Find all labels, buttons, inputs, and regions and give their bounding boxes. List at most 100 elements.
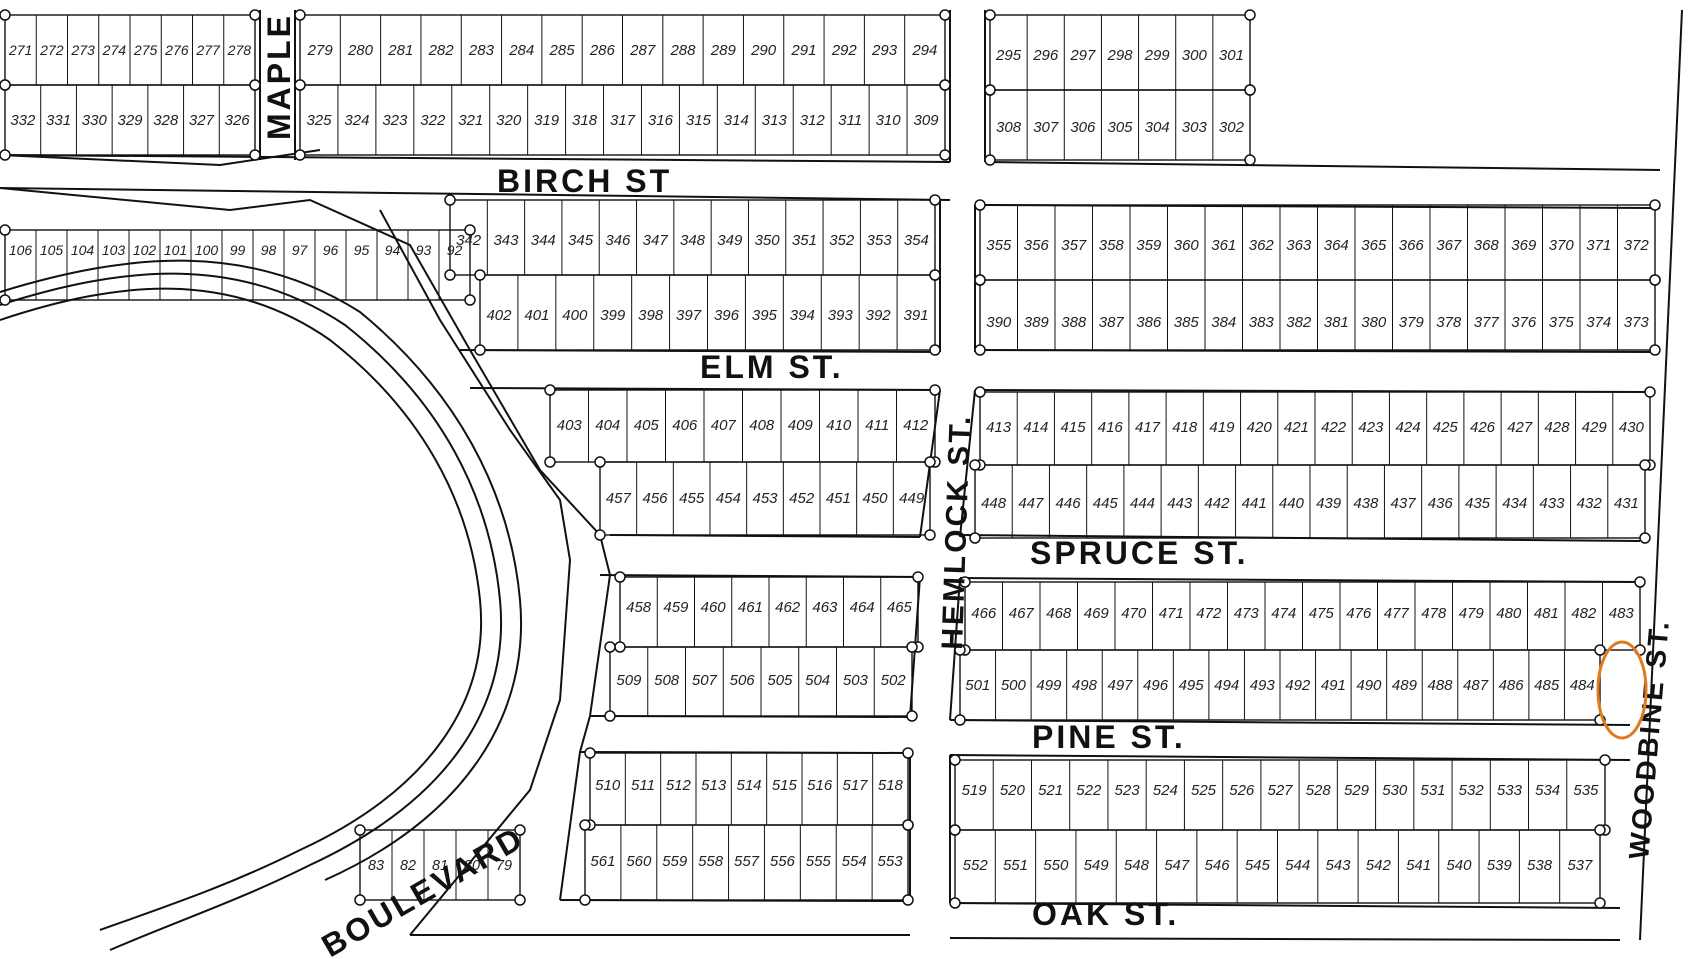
lot-number: 474 — [1271, 605, 1296, 622]
lot-number: 368 — [1474, 237, 1500, 254]
lot-number: 79 — [496, 858, 512, 874]
lot-number: 96 — [323, 242, 339, 258]
lot-number: 311 — [838, 112, 862, 129]
lot-number: 473 — [1234, 605, 1260, 622]
lot-number: 435 — [1465, 495, 1491, 512]
lot-number: 483 — [1609, 605, 1635, 622]
corner-monument — [954, 644, 966, 656]
lot-number: 291 — [790, 42, 816, 59]
lot-number: 325 — [306, 112, 332, 129]
lot-number: 303 — [1182, 119, 1208, 136]
lot-number: 397 — [676, 307, 702, 324]
lot-number: 417 — [1135, 419, 1161, 436]
lot-number: 455 — [679, 490, 705, 507]
lot-number: 345 — [568, 232, 594, 249]
lot-number: 392 — [866, 307, 892, 324]
street-label-hemlock: HEMLOCK ST. — [936, 413, 977, 650]
lot-number: 490 — [1356, 677, 1382, 694]
lot-number: 319 — [534, 112, 560, 129]
lot-number: 457 — [606, 490, 632, 507]
lot-number: 453 — [752, 490, 778, 507]
lot-number: 385 — [1174, 314, 1200, 331]
lot-number: 366 — [1399, 237, 1425, 254]
lot-number: 514 — [736, 777, 761, 794]
corner-monument — [939, 79, 951, 91]
corner-monument — [902, 894, 914, 906]
lot-number: 509 — [616, 672, 642, 689]
lot-number: 424 — [1396, 419, 1421, 436]
lot-number: 294 — [911, 42, 937, 59]
lot-number: 501 — [965, 677, 990, 694]
corner-monument — [0, 224, 11, 236]
lot-number: 314 — [724, 112, 749, 129]
lot-number: 502 — [881, 672, 907, 689]
corner-monument — [1594, 897, 1606, 909]
lot-number: 355 — [986, 237, 1012, 254]
lot-number: 297 — [1069, 47, 1096, 64]
lot-number: 372 — [1624, 237, 1650, 254]
lot-number: 441 — [1242, 495, 1267, 512]
lot-number: 432 — [1577, 495, 1603, 512]
lot-number: 275 — [133, 42, 158, 58]
lot-number: 471 — [1159, 605, 1184, 622]
lot-number: 559 — [662, 853, 688, 870]
lot-number: 95 — [354, 242, 370, 258]
corner-monument — [954, 714, 966, 726]
lot-number: 546 — [1205, 857, 1231, 874]
block-outline-birch-north-west-south — [299, 84, 946, 156]
lot-number: 431 — [1614, 495, 1639, 512]
lot-number: 405 — [634, 417, 660, 434]
lot-number: 447 — [1018, 495, 1044, 512]
lot-number: 280 — [347, 42, 374, 59]
lot-number: 400 — [562, 307, 588, 324]
lot-number: 420 — [1247, 419, 1273, 436]
block-outline-birch-north-east-south — [989, 89, 1251, 161]
lot-number: 439 — [1316, 495, 1342, 512]
corner-monument — [1644, 386, 1656, 398]
lot-number: 399 — [600, 307, 626, 324]
lot-number: 358 — [1099, 237, 1125, 254]
lot-number: 515 — [772, 777, 798, 794]
lot-number: 94 — [385, 242, 401, 258]
lot-number: 446 — [1056, 495, 1082, 512]
lot-number: 387 — [1099, 314, 1125, 331]
lot-number: 489 — [1392, 677, 1418, 694]
lot-number: 408 — [749, 417, 775, 434]
lot-number: 561 — [590, 853, 615, 870]
lot-number: 329 — [117, 112, 143, 129]
lake-road-boundaries — [0, 149, 612, 936]
lot-number: 296 — [1032, 47, 1059, 64]
lot-number: 477 — [1384, 605, 1410, 622]
lot-number: 382 — [1286, 314, 1312, 331]
lot-number: 427 — [1507, 419, 1533, 436]
street-label-oak: OAK ST. — [1032, 896, 1179, 932]
lot-number: 484 — [1570, 677, 1595, 694]
lot-number: 356 — [1024, 237, 1050, 254]
street-label-boulevard: BOULEVARD — [316, 819, 531, 959]
lot-number: 533 — [1497, 782, 1523, 799]
lot-number: 99 — [230, 242, 246, 258]
street-label-spruce: SPRUCE ST. — [1030, 535, 1248, 571]
lot-number: 407 — [711, 417, 737, 434]
lot-number: 448 — [981, 495, 1007, 512]
corner-monument — [959, 576, 971, 588]
lot-number: 346 — [605, 232, 631, 249]
lot-number: 444 — [1130, 495, 1155, 512]
lot-number: 282 — [428, 42, 455, 59]
lot-number: 300 — [1182, 47, 1208, 64]
lot-number: 436 — [1428, 495, 1454, 512]
lot-number: 511 — [631, 777, 655, 794]
lot-number: 479 — [1459, 605, 1485, 622]
lot-number: 553 — [878, 853, 904, 870]
corner-monument — [929, 194, 941, 206]
lot-number: 415 — [1061, 419, 1087, 436]
corner-monument — [614, 641, 626, 653]
lot-number: 283 — [468, 42, 495, 59]
street-label-birch: BIRCH ST — [497, 163, 672, 199]
lot-number: 380 — [1361, 314, 1387, 331]
lot-number: 309 — [914, 112, 940, 129]
lot-number: 540 — [1446, 857, 1472, 874]
lot-number: 289 — [710, 42, 737, 59]
corner-monument — [604, 710, 616, 722]
lot-number: 522 — [1076, 782, 1102, 799]
